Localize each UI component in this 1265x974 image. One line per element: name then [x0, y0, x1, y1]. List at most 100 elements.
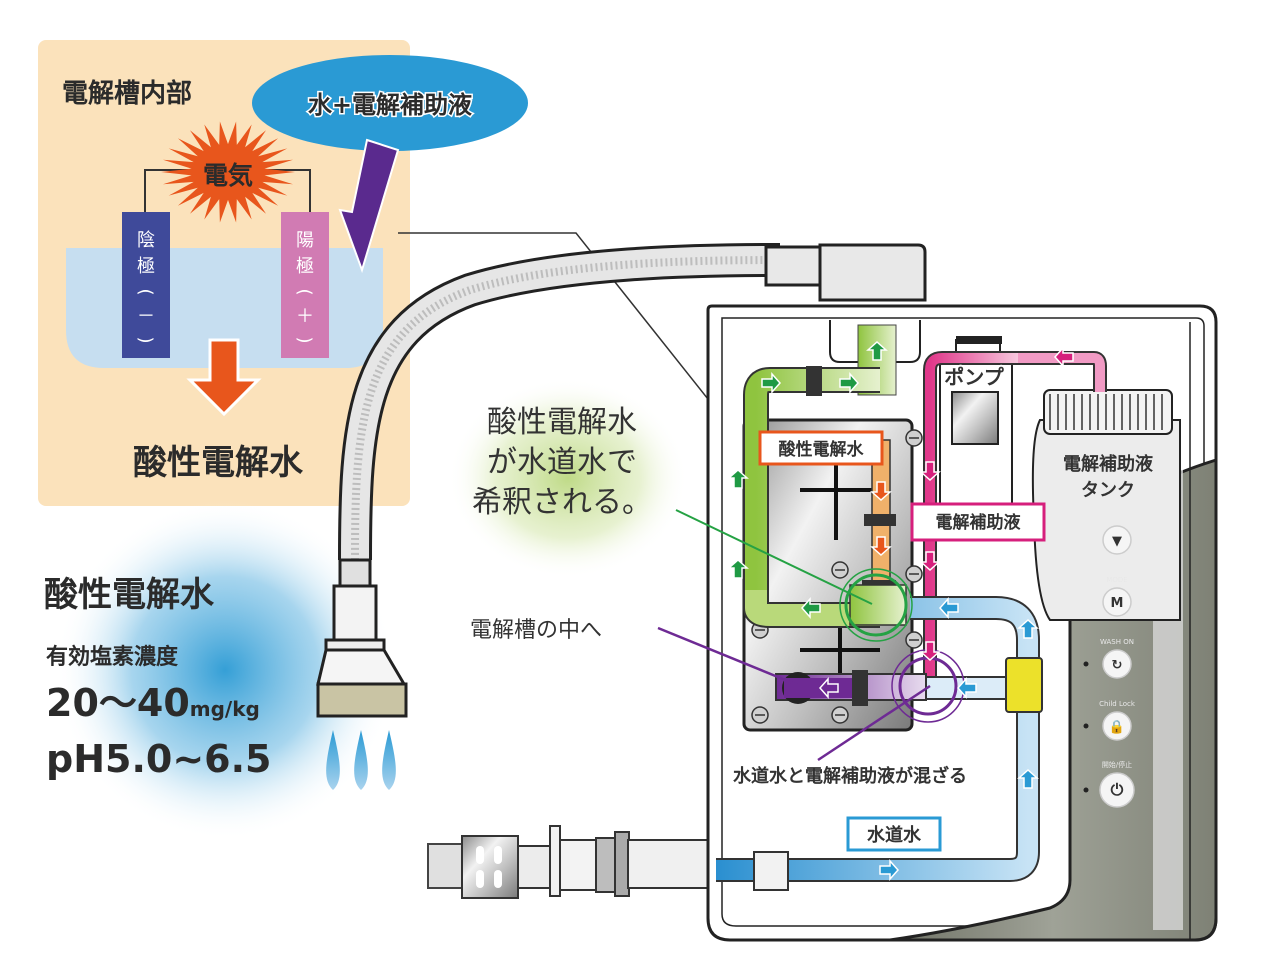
additive-pipe	[923, 351, 1107, 700]
cathode-char: 極	[137, 256, 155, 277]
screw-icon	[905, 631, 923, 649]
flow-arrow-icon	[818, 677, 839, 699]
additive-tag-text: 電解補助液	[936, 512, 1021, 533]
flow-arrow-icon	[870, 481, 892, 502]
panel-button-caption: MODE	[1106, 576, 1127, 584]
flow-arrow-icon	[938, 597, 959, 619]
nozzle	[316, 558, 408, 790]
screw-icon	[905, 565, 923, 583]
flow-arrow-icon	[866, 340, 888, 361]
outlet-elbow	[818, 243, 927, 302]
electricity-burst-icon	[161, 121, 295, 223]
inlet-nut	[753, 851, 789, 891]
electricity-label: 電気	[203, 161, 253, 190]
cathode-char: 陰	[137, 230, 155, 251]
dilution-point-ring-outer	[839, 568, 913, 642]
mixing-leader	[817, 684, 931, 762]
panel-button-glyph-icon: ⏻	[1111, 780, 1124, 799]
panel-button-caption: 開始/停止	[1102, 760, 1132, 769]
acid-water-tag-text: 酸性電解水	[779, 439, 865, 460]
additive-tank	[1031, 419, 1181, 621]
flow-arrow-icon	[1017, 618, 1039, 639]
flow-arrow-icon	[1017, 768, 1039, 789]
anode-char: (	[294, 288, 315, 295]
ph-value: pH5.0~6.5	[46, 737, 271, 781]
flow-arrow-icon	[919, 641, 941, 662]
into-cell-leader	[657, 626, 801, 688]
check-arrow-icon	[338, 138, 400, 274]
screw-icon	[905, 429, 923, 447]
panel-button-caption: Child Lock	[1099, 700, 1136, 708]
bubble-text: 水+電解補助液	[308, 91, 472, 119]
panel-button[interactable]: MODE M	[1102, 576, 1132, 617]
chlorine-value: 20〜40mg/kg	[46, 681, 260, 725]
anode-char: 極	[296, 256, 314, 277]
inset-panel: 電解槽内部 電気 陰 極 ( － ) 陽 極 ( ＋ ) 酸性電解水	[38, 40, 410, 506]
flow-arrow-icon	[1053, 346, 1074, 368]
screw-icon	[751, 706, 769, 724]
bubble-shape	[252, 55, 528, 151]
cathode-char: －	[137, 306, 155, 327]
output-arrow-icon	[186, 338, 262, 417]
panel-button-glyph-icon: M	[1111, 596, 1124, 611]
flow-arrows	[727, 340, 1074, 881]
tap-water-pipe	[716, 596, 1043, 891]
cathode-char: (	[135, 288, 156, 295]
cathode-char: )	[135, 336, 156, 343]
anode-char: 陽	[296, 230, 314, 251]
dilution-line: が水道水で	[487, 445, 637, 480]
flow-arrow-icon	[879, 859, 900, 881]
anode-char: )	[294, 336, 315, 343]
chlorine-unit: mg/kg	[190, 697, 260, 721]
hose	[338, 243, 927, 561]
flow-arrow-icon	[839, 372, 860, 394]
water-drop-icon	[326, 730, 340, 790]
indicator-led	[1083, 661, 1089, 667]
panel-button[interactable]: Child Lock 🔒	[1083, 700, 1136, 741]
flow-arrow-icon	[956, 677, 977, 699]
water-drop-icon	[382, 730, 396, 790]
dilution-leader	[675, 509, 873, 605]
flow-arrow-icon	[919, 461, 941, 482]
control-buttons: ▼ MODE M WASH ON ↻ Child Lock 🔒 開始/停止 ⏻	[1083, 525, 1136, 808]
dilution-glow	[448, 378, 688, 578]
flow-arrow-icon	[870, 536, 892, 557]
dilution-callout: 酸性電解水 が水道水で 希釈される。	[472, 405, 652, 520]
tank-label-line: タンク	[1081, 480, 1135, 501]
flow-arrow-icon	[727, 468, 749, 489]
water-drop-icon	[354, 730, 368, 790]
spec-glow	[55, 500, 395, 840]
chlorine-number: 20〜40	[46, 681, 190, 725]
tee-fitting	[1005, 657, 1043, 713]
panel-button[interactable]: ▼	[1102, 525, 1132, 555]
panel-button[interactable]: 開始/停止 ⏻	[1083, 760, 1135, 808]
screw-icon	[831, 561, 849, 579]
panel-button-glyph-icon: 🔒	[1109, 720, 1125, 735]
acid-cell-outlet	[849, 439, 907, 626]
mixing-callout: 水道水と電解補助液が混ざる	[733, 765, 967, 787]
tank-cap	[1043, 389, 1173, 435]
panel-button-glyph-icon: ↻	[1112, 658, 1123, 673]
tank-label-line: 電解補助液	[1063, 453, 1154, 475]
anode-electrode	[281, 212, 329, 358]
inlet-hose	[427, 825, 709, 899]
into-cell-callout: 電解槽の中へ	[470, 618, 602, 643]
additive-tag: 電解補助液	[910, 502, 1046, 542]
hose-connector	[764, 245, 826, 287]
indicator-led	[1083, 787, 1089, 793]
spec-title: 酸性電解水	[44, 575, 215, 615]
spec-block: 酸性電解水 有効塩素濃度 20〜40mg/kg pH5.0~6.5	[44, 500, 395, 840]
cathode-label: 陰 極 ( － )	[135, 230, 156, 344]
inset-title: 電解槽内部	[62, 79, 192, 109]
tap-water-tag: 水道水	[846, 816, 942, 852]
anode-char: ＋	[296, 306, 314, 327]
flow-arrow-icon	[727, 558, 749, 579]
flow-arrow-icon	[800, 597, 821, 619]
screw-icon	[831, 706, 849, 724]
panel-button-caption: WASH ON	[1100, 638, 1134, 646]
tap-water-tag-text: 水道水	[867, 824, 922, 846]
panel-button[interactable]: WASH ON ↻	[1083, 638, 1135, 679]
inset-output-label: 酸性電解水	[133, 443, 304, 483]
indicator-led	[1083, 723, 1089, 729]
